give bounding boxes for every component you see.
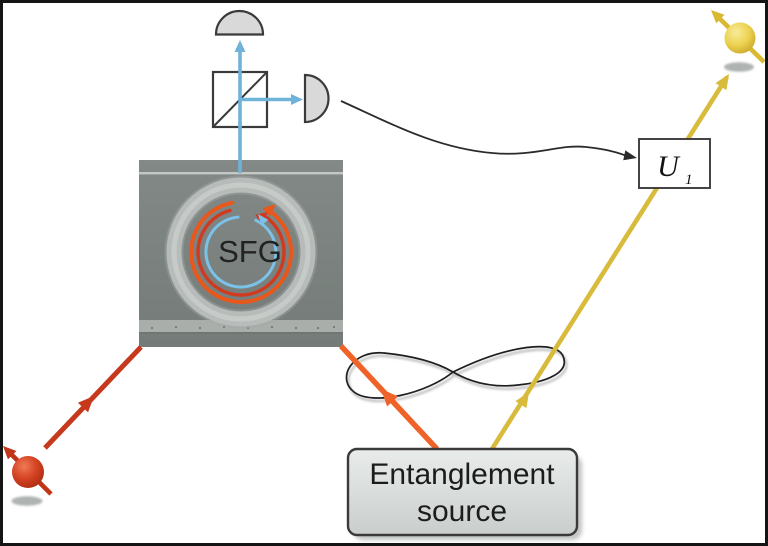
yellow-qubit-ball xyxy=(724,22,756,54)
sfg-label: SFG xyxy=(218,234,282,269)
unitary-gate-box: U 1 xyxy=(638,138,711,189)
sfg-chip-micrograph: SFG xyxy=(139,160,343,347)
red-photon-beam xyxy=(43,345,143,450)
chip-surface-specks xyxy=(151,326,335,329)
blue-beam-up-arrowhead-icon xyxy=(234,40,246,52)
circulating-fields xyxy=(189,200,294,304)
yellow-spin-qubit xyxy=(711,10,766,72)
red-qubit-ball xyxy=(12,456,44,488)
red-beam-arrowhead-icon xyxy=(77,396,94,413)
source-label-line1: Entanglement xyxy=(369,458,555,491)
red-spin-arrowhead-icon xyxy=(3,446,17,460)
blue-beam-right-arrowhead-icon xyxy=(291,94,303,105)
yellow-beam-top-arrowhead-icon xyxy=(715,74,729,91)
blue-photon-beams xyxy=(234,40,303,173)
yellow-spin-arrowhead-icon xyxy=(711,10,725,24)
source-label-line2: source xyxy=(417,495,507,528)
unitary-gate-label: U xyxy=(657,150,681,183)
source-box-body xyxy=(346,447,579,537)
yellow-beam-mid-arrowhead-icon xyxy=(515,392,529,409)
orange-circulation-arc xyxy=(189,200,294,304)
infinity-outline xyxy=(345,345,566,399)
infinity-symbol xyxy=(345,345,568,403)
feed-forward-wire xyxy=(340,100,637,161)
yellow-qubit-shadow xyxy=(724,62,754,72)
red-spin-qubit xyxy=(3,446,53,506)
red-qubit-shadow xyxy=(11,496,43,506)
blue-arc-arrowhead-icon xyxy=(258,214,269,226)
orange-beam-arrowhead-icon xyxy=(381,389,399,407)
chip-top-waveguide xyxy=(139,172,343,175)
unitary-gate-subscript: 1 xyxy=(685,172,693,188)
feed-forward-curve xyxy=(340,100,630,158)
orange-arc-arrowhead-icon xyxy=(262,204,276,217)
blue-circulation-arc xyxy=(204,215,278,289)
orange-photon-beam xyxy=(338,344,440,451)
detector-top xyxy=(214,9,265,36)
feed-forward-arrowhead-icon xyxy=(623,150,637,161)
red-circulation-arc xyxy=(196,208,286,297)
detector-right xyxy=(303,73,330,124)
entanglement-source-box: Entanglement source xyxy=(346,447,582,540)
ring-resonator-highlight xyxy=(171,182,311,322)
chip-waveguide-edge xyxy=(139,332,343,334)
unitary-gate-body xyxy=(638,138,711,189)
